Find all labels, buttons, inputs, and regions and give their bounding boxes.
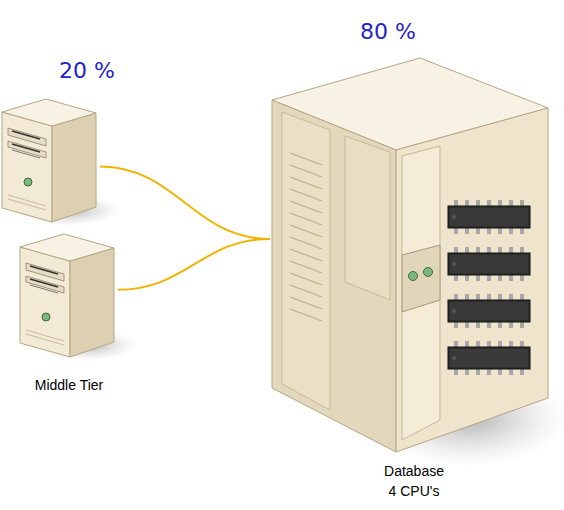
vent-slot: [290, 273, 322, 285]
cpu-chip: [448, 247, 530, 281]
vent-slot: [290, 297, 322, 309]
vent-slot: [290, 165, 322, 177]
network-link: [100, 167, 270, 240]
vent-slot: [290, 201, 322, 213]
cpu-chip: [448, 341, 530, 375]
vent-slot: [290, 189, 322, 201]
vent-slot: [290, 225, 322, 237]
server-node: 80 %Database 4 CPU's: [270, 55, 550, 455]
vent-slot: [290, 285, 322, 297]
cpu-chip: [448, 294, 530, 328]
server-label: Database 4 CPU's: [381, 461, 447, 501]
vent-slot: [290, 237, 322, 249]
vent-slot: [290, 213, 322, 225]
vent-slot: [290, 309, 322, 321]
server-node: Middle Tier: [18, 230, 118, 360]
load-percent: 20 %: [55, 58, 119, 83]
vent-slot: [290, 177, 322, 189]
vent-slot: [290, 261, 322, 273]
server-label: Middle Tier: [18, 375, 120, 395]
network-link: [118, 239, 270, 290]
vent-slot: [290, 249, 322, 261]
server-node: 20 %: [0, 95, 100, 225]
cpu-chip: [448, 200, 530, 234]
vent-slot: [290, 153, 322, 165]
load-percent: 80 %: [353, 19, 423, 44]
